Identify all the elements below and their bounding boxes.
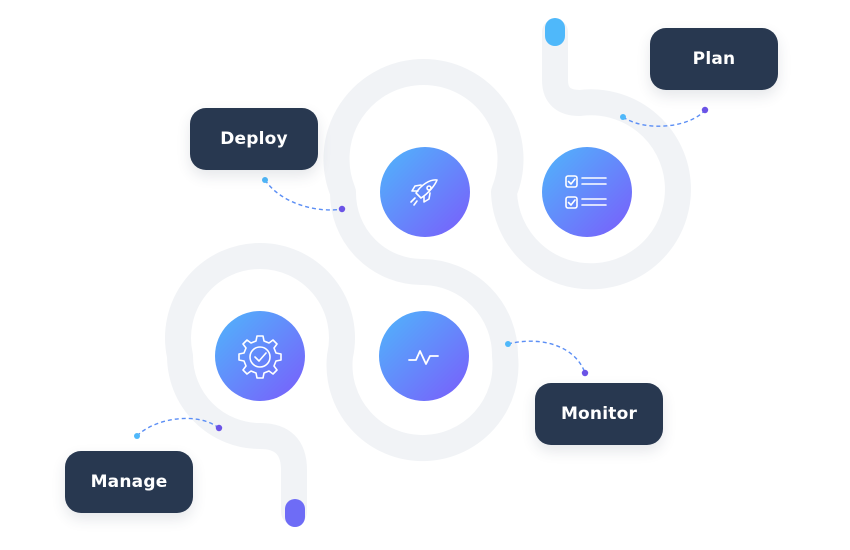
track-start-cap (545, 18, 565, 46)
connector-manage (134, 417, 223, 439)
deploy-node (380, 147, 470, 237)
gear-check-icon (238, 335, 282, 379)
monitor-node (379, 311, 469, 401)
connector-monitor (505, 340, 589, 377)
connector-plan (620, 106, 709, 127)
track-end-cap (285, 499, 305, 527)
monitor-label: Monitor (560, 404, 638, 424)
plan-label-box: Plan (650, 28, 778, 90)
winding-track (165, 19, 691, 525)
deploy-label: Deploy (220, 129, 288, 149)
plan-node (542, 147, 632, 237)
rocket-icon (410, 179, 438, 206)
manage-label: Manage (90, 472, 168, 492)
manage-node (215, 311, 305, 401)
monitor-label-box: Monitor (535, 383, 663, 445)
manage-label-box: Manage (65, 451, 193, 513)
checklist-icon (565, 175, 607, 209)
connector-deploy (262, 177, 346, 213)
pulse-icon (408, 350, 439, 365)
plan-label: Plan (692, 49, 736, 69)
deploy-label-box: Deploy (190, 108, 318, 170)
